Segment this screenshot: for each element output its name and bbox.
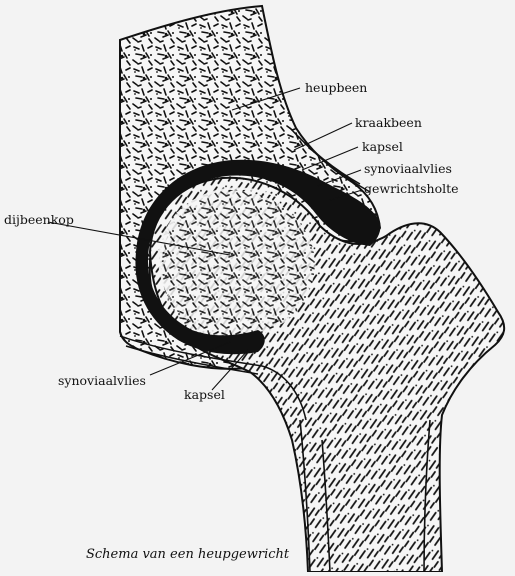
label-kapsel-top: kapsel xyxy=(362,140,403,154)
label-synoviaalvlies-top: synoviaalvlies xyxy=(364,162,452,176)
label-gewrichtsholte: gewrichtsholte xyxy=(364,182,459,196)
label-kraakbeen: kraakbeen xyxy=(355,116,422,130)
diagram-caption: Schema van een heupgewricht xyxy=(86,547,289,562)
label-synoviaalvlies-bottom: synoviaalvlies xyxy=(58,374,146,388)
label-kapsel-bottom: kapsel xyxy=(184,388,225,402)
label-heupbeen: heupbeen xyxy=(305,81,367,95)
label-dijbeenkop: dijbeenkop xyxy=(4,213,74,227)
